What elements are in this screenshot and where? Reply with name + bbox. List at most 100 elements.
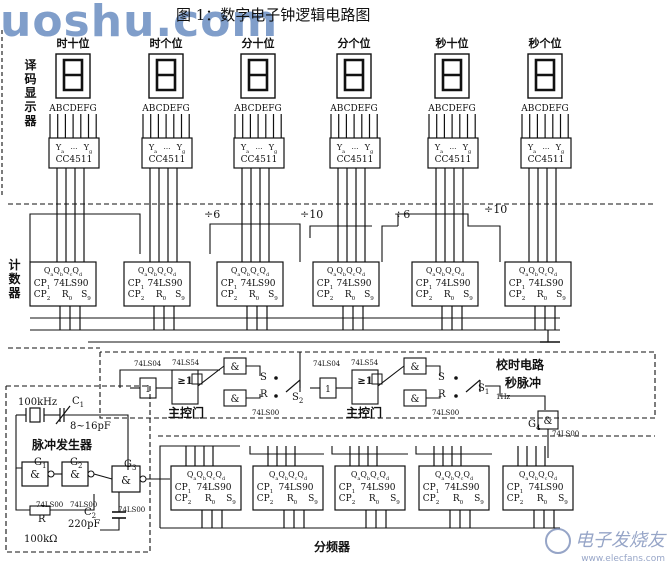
- crystal: [29, 407, 41, 423]
- label-main-gate-1: 主控门: [168, 406, 205, 420]
- divider-chip-5-type: 74LS90: [528, 483, 563, 493]
- c1-label: C1: [72, 396, 85, 409]
- decoder-name-3: CC4511: [241, 155, 278, 165]
- hour-loop: [29, 213, 141, 262]
- decoder-dots-1: …: [71, 143, 78, 151]
- g1-bubble: [47, 470, 55, 478]
- counter-chip-4-cp1: CP1: [317, 279, 334, 291]
- decoder-chip-3: [233, 137, 285, 169]
- decoder-yg-6: Yg: [555, 143, 565, 155]
- counter-chip-6: [504, 261, 572, 307]
- counter-chip-2-s9: S9: [175, 290, 185, 302]
- g3-label: G3: [124, 459, 137, 472]
- switch-s-right: S: [438, 372, 445, 383]
- ctrl-wire: [197, 365, 225, 387]
- counter-chip-4-cp2: CP2: [317, 290, 334, 302]
- switch-s-left: S: [260, 372, 267, 383]
- counter-chip-2: [123, 261, 191, 307]
- digit-segments-6: [534, 58, 556, 92]
- counter-chip-5-cp1: CP1: [416, 279, 433, 291]
- divider-chip-2-type: 74LS90: [278, 483, 313, 493]
- counter-chip-1: [29, 261, 97, 307]
- counter-chip-2-q: QaQbQcQd: [138, 266, 177, 278]
- divider-chip-5-cp1: CP1: [507, 483, 524, 495]
- digit-segments-5: [441, 58, 463, 92]
- digit-label-3: 分十位: [242, 36, 275, 50]
- decoder-yg-2: Yg: [176, 143, 186, 155]
- counter-chip-6-type: 74LS90: [528, 279, 563, 289]
- counter-chip-2-r0: R0: [156, 290, 167, 302]
- decoder-chip-4: [329, 137, 381, 169]
- seven-seg-display-1: [55, 53, 91, 99]
- gate-g1-label: &: [30, 468, 40, 481]
- divider-chip-5-r0: R0: [537, 494, 548, 506]
- decoder-yg-5: Yg: [462, 143, 472, 155]
- border-control: [99, 351, 656, 419]
- seven-seg-display-2: [148, 53, 184, 99]
- counter-chip-5-r0: R0: [444, 290, 455, 302]
- label-calibration: 校时电路: [496, 358, 545, 372]
- digit-label-2: 时个位: [150, 36, 183, 50]
- ctrl-wire: [246, 394, 261, 399]
- switch-contact: [274, 376, 278, 380]
- decoder-ya-5: Ya: [434, 143, 443, 155]
- counter-chip-4: [312, 261, 380, 307]
- decoder-name-2: CC4511: [149, 155, 186, 165]
- digit-label-1: 时十位: [57, 36, 90, 50]
- decoder-dots-3: …: [256, 143, 263, 151]
- c2-label: C2: [84, 507, 97, 520]
- div-chain-4: [415, 446, 492, 455]
- counter-chip-5-cp2: CP2: [416, 290, 433, 302]
- decoder-chip-1: [48, 137, 100, 169]
- g1-label: G1: [34, 457, 47, 470]
- decoder-ya-2: Ya: [148, 143, 157, 155]
- display-pins-4: ABCDEFG: [329, 104, 377, 114]
- ratio-sec-tens: ÷6: [394, 208, 411, 221]
- counter-chip-2-cp2: CP2: [128, 290, 145, 302]
- counter-chip-6-q: QaQbQcQd: [519, 266, 558, 278]
- counter-chip-3: [216, 261, 284, 307]
- ctrl-feed-1: [119, 369, 220, 388]
- counter-chip-1-q: QaQbQcQd: [44, 266, 83, 278]
- divider-chip-4-r0: R0: [453, 494, 464, 506]
- gate-code-g3: 74LS00: [118, 506, 146, 514]
- divider-chip-2-cp2: CP2: [257, 494, 274, 506]
- divider-chip-1-s9: S9: [226, 494, 236, 506]
- divider-chip-3: [334, 465, 406, 511]
- counter-chip-6-cp2: CP2: [509, 290, 526, 302]
- or-gate-2: [351, 369, 379, 405]
- ratio-hour: ÷6: [204, 208, 221, 221]
- seven-seg-display-5: [434, 53, 470, 99]
- switch-contact: [274, 394, 278, 398]
- border-pulse: [5, 385, 151, 553]
- loop-min: [309, 225, 372, 238]
- decoder-dots-4: …: [352, 143, 359, 151]
- divider-chip-1-type: 74LS90: [196, 483, 231, 493]
- g2-label: G2: [70, 457, 83, 470]
- code-rs-1: 74LS00: [252, 409, 280, 417]
- code-inv-1: 74LS04: [134, 360, 162, 368]
- display-pins-1: ABCDEFG: [48, 104, 96, 114]
- counter-chip-5-s9: S9: [463, 290, 473, 302]
- carry-sec: [397, 213, 501, 262]
- r-wire: [50, 494, 95, 511]
- code-rs-2: 74LS00: [432, 409, 460, 417]
- s2-label: S2: [292, 392, 304, 405]
- seven-seg-display-4: [336, 53, 372, 99]
- g2-bubble: [87, 470, 95, 478]
- ctrl-wire: [426, 394, 441, 399]
- switch-lever-1: [285, 379, 301, 393]
- decoder-name-5: CC4511: [435, 155, 472, 165]
- divider-chip-4-q: QaQbQcQd: [435, 470, 474, 482]
- code-or-1: 74LS54: [172, 359, 200, 367]
- or-gate-and-1: [191, 373, 203, 385]
- label-main-gate-2: 主控门: [346, 406, 383, 420]
- divider-chip-1-cp1: CP1: [175, 483, 192, 495]
- counter-chip-6-cp1: CP1: [509, 279, 526, 291]
- digit-segments-4: [343, 58, 365, 92]
- ctrl-wire: [377, 365, 405, 387]
- gate-g4-label: &: [544, 416, 553, 427]
- pulse-wire: [93, 473, 113, 480]
- divider-chip-3-r0: R0: [369, 494, 380, 506]
- label-divider: 分频器: [314, 540, 351, 554]
